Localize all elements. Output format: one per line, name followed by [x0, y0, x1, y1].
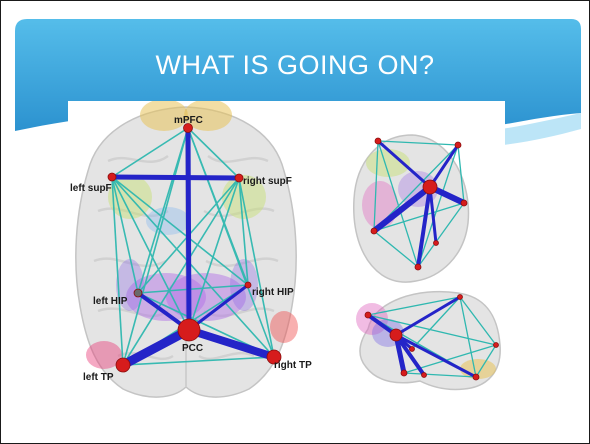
label-right-hip: right HIP	[252, 287, 294, 298]
label-left-hip: left HIP	[93, 296, 128, 307]
coronal-brain-view	[354, 135, 469, 282]
axial-brain-view: mPFC left supF right supF left HIP right…	[70, 101, 312, 397]
node-left-tp	[116, 358, 130, 372]
node-right-hip	[245, 282, 251, 288]
sagittal-brain-view	[356, 292, 500, 390]
label-right-supf: right supF	[243, 176, 292, 187]
node-pcc	[178, 319, 200, 341]
label-mpfc: mPFC	[174, 115, 203, 126]
node-left-hip	[134, 289, 142, 297]
node-right-supf	[235, 174, 243, 182]
node-left-supf	[108, 173, 116, 181]
label-left-tp: left TP	[83, 372, 114, 383]
label-left-supf: left supF	[70, 183, 112, 194]
label-pcc: PCC	[182, 343, 203, 354]
slide-title: WHAT IS GOING ON?	[1, 50, 589, 81]
brain-network-figure: mPFC left supF right supF left HIP right…	[68, 101, 505, 401]
label-right-tp: right TP	[274, 360, 312, 371]
